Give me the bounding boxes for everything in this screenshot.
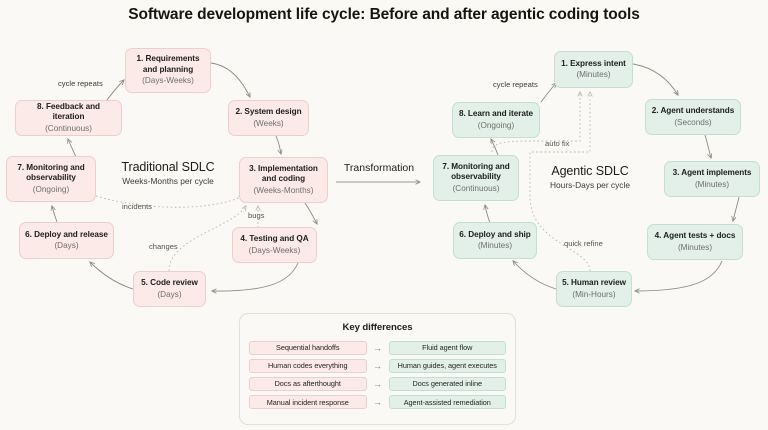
transformation-label: Transformation (343, 162, 415, 174)
node-duration: (Seconds) (674, 117, 712, 127)
node-duration: (Min-Hours) (572, 289, 616, 299)
key-differences-rows: Sequential handoffs → Fluid agent flow H… (240, 340, 515, 410)
agentic-cluster-label: Agentic SDLC Hours-Days per cycle (529, 164, 651, 190)
node-duration: (Days-Weeks) (142, 76, 194, 86)
agentic-node-7[interactable]: 7. Monitoring and observability (Continu… (433, 155, 519, 201)
key-diff-after: Human guides, agent executes (388, 358, 506, 373)
edge-label-auto-fix: auto fix (545, 139, 570, 148)
node-duration: (Minutes) (576, 70, 611, 80)
key-differences-title: Key differences (342, 322, 413, 333)
key-difference-row: Manual incident response → Agent-assiste… (249, 395, 506, 410)
node-duration: (Days) (54, 241, 79, 251)
arrow-right-icon: → (373, 360, 382, 371)
key-diff-before: Human codes everything (249, 358, 367, 373)
node-label: 1. Requirements and planning (136, 54, 200, 74)
node-duration: (Ongoing) (477, 120, 515, 130)
node-label: 6. Deploy and ship (459, 229, 531, 239)
cluster-subtitle: Hours-Days per cycle (549, 180, 631, 190)
node-label: 4. Testing and QA (240, 234, 309, 244)
edge-label-cycle-repeats-agentic: cycle repeats (493, 80, 538, 89)
key-diff-after: Docs generated inline (388, 376, 506, 391)
node-label: 7. Monitoring and observability (17, 162, 85, 183)
node-label: 2. Agent understands (651, 106, 735, 116)
agentic-node-1[interactable]: 1. Express intent (Minutes) (554, 51, 633, 88)
node-label: 4. Agent tests + docs (654, 231, 736, 241)
edge-label-changes: changes (149, 242, 178, 251)
key-difference-row: Human codes everything → Human guides, a… (249, 358, 506, 373)
node-label: 5. Human review (562, 278, 626, 288)
node-duration: (Days-Weeks) (248, 245, 301, 255)
traditional-node-8[interactable]: 8. Feedback and iteration (Continuous) (15, 100, 122, 136)
edge-label-incidents: incidents (122, 202, 152, 211)
traditional-cluster-label: Traditional SDLC Weeks-Months per cycle (108, 160, 228, 186)
key-difference-row: Docs as afterthought → Docs generated in… (249, 376, 506, 391)
traditional-node-3[interactable]: 3. Implementation and coding (Weeks-Mont… (239, 157, 328, 203)
traditional-node-6[interactable]: 6. Deploy and release (Days) (19, 222, 114, 259)
key-differences-panel: Key differences Sequential handoffs → Fl… (239, 313, 516, 425)
key-diff-after: Fluid agent flow (388, 340, 506, 355)
node-label: 3. Agent implements (672, 168, 752, 178)
node-label: 3. Implementation and coding (249, 163, 318, 184)
node-duration: (Weeks-Months) (253, 185, 314, 195)
key-diff-before: Manual incident response (249, 395, 367, 410)
edge-label-cycle-repeats-traditional: cycle repeats (58, 79, 103, 88)
node-label: 8. Learn and iterate (458, 109, 534, 119)
node-duration: (Weeks) (253, 118, 284, 128)
node-duration: (Ongoing) (32, 184, 70, 194)
cluster-title: Agentic SDLC (551, 164, 629, 178)
agentic-node-6[interactable]: 6. Deploy and ship (Minutes) (453, 222, 537, 259)
node-label: 7. Monitoring and observability (442, 161, 510, 182)
arrow-right-icon: → (373, 378, 382, 389)
traditional-node-4[interactable]: 4. Testing and QA (Days-Weeks) (232, 227, 317, 263)
node-label: 8. Feedback and iteration (37, 102, 100, 122)
node-label: 2. System design (235, 107, 302, 117)
agentic-node-3[interactable]: 3. Agent implements (Minutes) (664, 161, 760, 197)
edge-label-quick-refine: quick refine (564, 239, 603, 248)
cluster-title: Traditional SDLC (121, 160, 215, 174)
agentic-node-2[interactable]: 2. Agent understands (Seconds) (645, 99, 741, 135)
node-label: 1. Express intent (561, 58, 626, 68)
traditional-node-7[interactable]: 7. Monitoring and observability (Ongoing… (6, 156, 96, 202)
node-duration: (Minutes) (677, 242, 713, 252)
edge-label-bugs: bugs (248, 211, 265, 220)
key-difference-row: Sequential handoffs → Fluid agent flow (249, 340, 506, 355)
node-duration: (Continuous) (452, 183, 500, 193)
traditional-node-5[interactable]: 5. Code review (Days) (133, 271, 206, 307)
traditional-node-2[interactable]: 2. System design (Weeks) (228, 100, 309, 136)
arrow-right-icon: → (373, 397, 382, 408)
traditional-node-1[interactable]: 1. Requirements and planning (Days-Weeks… (125, 48, 211, 93)
node-duration: (Continuous) (45, 123, 92, 133)
node-label: 5. Code review (141, 278, 198, 288)
agentic-node-8[interactable]: 8. Learn and iterate (Ongoing) (452, 102, 540, 138)
arrow-right-icon: → (373, 342, 382, 353)
key-diff-before: Docs as afterthought (249, 376, 367, 391)
agentic-node-5[interactable]: 5. Human review (Min-Hours) (556, 271, 632, 307)
key-diff-before: Sequential handoffs (249, 340, 367, 355)
key-diff-after: Agent-assisted remediation (388, 395, 506, 410)
cluster-subtitle: Weeks-Months per cycle (122, 176, 214, 186)
page-title: Software development life cycle: Before … (128, 6, 640, 23)
node-label: 6. Deploy and release (25, 229, 108, 239)
agentic-node-4[interactable]: 4. Agent tests + docs (Minutes) (647, 224, 743, 260)
node-duration: (Days) (157, 289, 182, 299)
node-duration: (Minutes) (694, 179, 730, 189)
node-duration: (Minutes) (477, 241, 513, 251)
